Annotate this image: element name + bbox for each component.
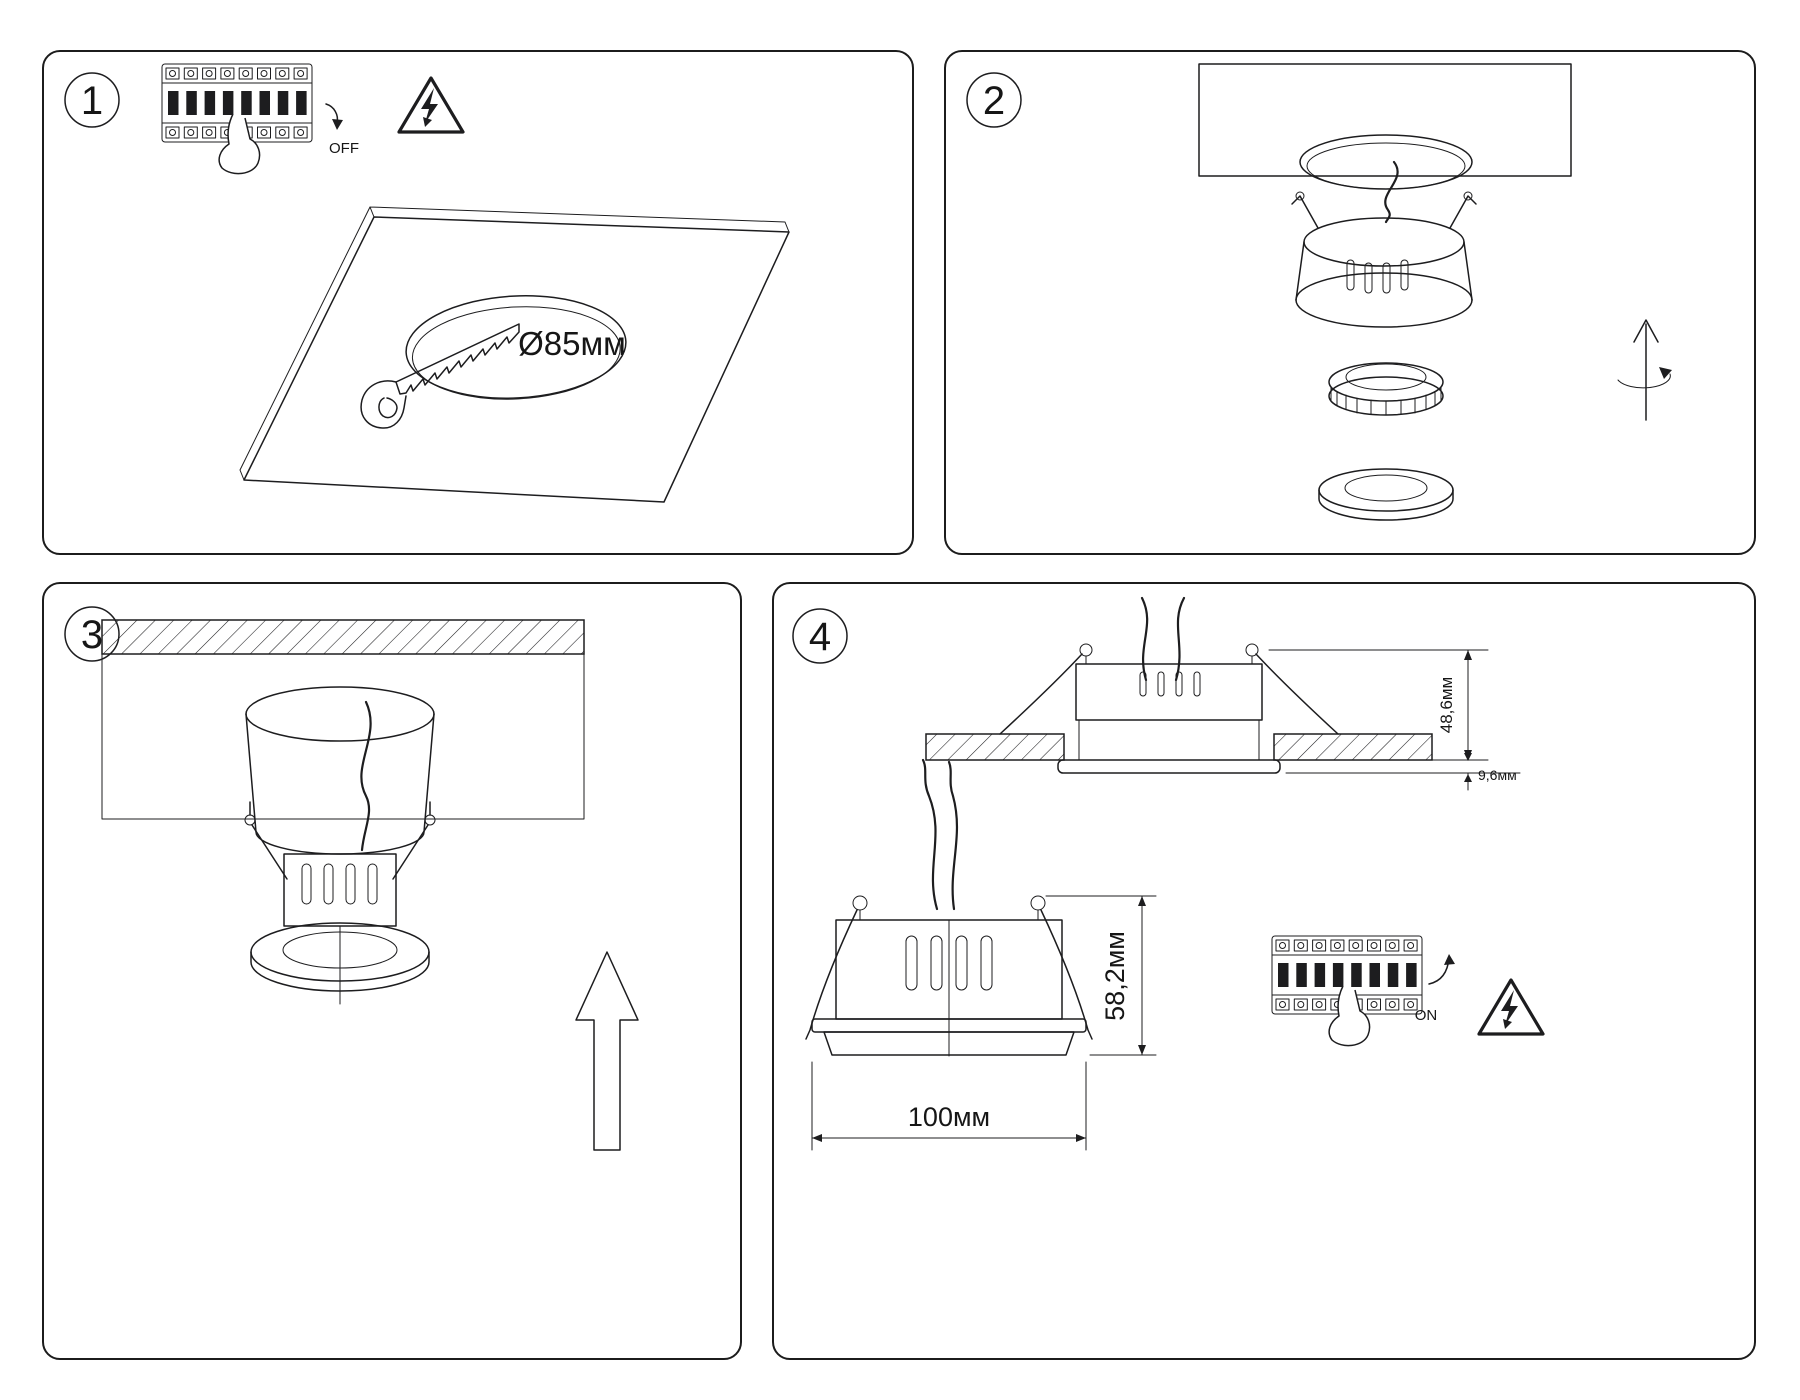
trim-lip-icon xyxy=(823,1031,1075,1056)
circuit-breaker-icon xyxy=(161,63,313,175)
spring-arm-icon xyxy=(805,909,1093,1040)
ceiling-cutout-icon xyxy=(1198,63,1572,224)
step4-drawing: 4 xyxy=(792,596,1545,1151)
electric-shock-warning-icon xyxy=(397,76,465,134)
power-off-label: OFF xyxy=(329,140,359,157)
ceiling-section-icon xyxy=(101,619,585,820)
fixture-front-view: 58,2мм 100мм xyxy=(805,758,1157,1151)
downlight-fixture-icon xyxy=(244,686,436,1005)
circuit-breaker-icon xyxy=(1271,935,1423,1047)
ceiling-right-icon xyxy=(1273,733,1433,761)
step1-drawing: 1 OFF Ø85мм xyxy=(64,63,790,503)
spring-clip-icon xyxy=(1291,191,1477,229)
power-wire-icon xyxy=(1384,160,1399,224)
power-off-arrow-icon xyxy=(325,103,343,130)
power-on-label: ON xyxy=(1415,1007,1438,1024)
step1-number: 1 xyxy=(81,79,103,123)
total-height-label: 58,2мм xyxy=(1100,931,1130,1021)
twist-arrow-icon xyxy=(1617,373,1671,389)
step2-number: 2 xyxy=(983,79,1005,123)
power-on-arrow-icon xyxy=(1428,954,1455,985)
electric-shock-warning-icon xyxy=(1477,978,1545,1036)
spring-arm-icon xyxy=(999,653,1339,735)
power-wire-icon xyxy=(921,758,959,911)
installed-cross-section: 48,6мм 9,6мм xyxy=(925,596,1521,791)
trim-profile-icon xyxy=(1057,759,1281,774)
cutout-diameter-label: Ø85мм xyxy=(518,325,626,362)
height-above-ceiling-label: 48,6мм xyxy=(1437,677,1456,733)
step1-number-badge: 1 xyxy=(64,72,120,128)
step4-number: 4 xyxy=(809,615,831,659)
handsaw-icon xyxy=(360,323,520,429)
step2-drawing: 2 xyxy=(966,63,1672,521)
insert-up-arrow-icon xyxy=(1617,319,1672,421)
step4-panel: 4 xyxy=(772,582,1756,1360)
dimension-total-height: 58,2мм xyxy=(1045,895,1157,1056)
vent-slots-icon xyxy=(1139,671,1201,697)
width-label: 100мм xyxy=(908,1102,990,1132)
ceiling-panel-drawing: Ø85мм xyxy=(239,206,790,503)
spring-clip-icon xyxy=(244,801,436,880)
cutout-hole-icon xyxy=(405,294,627,400)
trim-height-label: 9,6мм xyxy=(1478,767,1517,783)
trim-ring-icon xyxy=(1318,468,1454,521)
led-module-icon xyxy=(1328,362,1444,416)
power-wire-icon xyxy=(360,700,372,852)
dimension-height-above-ceiling: 48,6мм 9,6мм xyxy=(1268,649,1521,791)
power-wire-icon xyxy=(1140,596,1186,682)
step2-panel: 2 xyxy=(944,50,1756,555)
vent-slots-icon xyxy=(301,863,378,905)
step3-panel: 3 xyxy=(42,582,742,1360)
step3-number: 3 xyxy=(81,613,103,657)
spring-housing-icon xyxy=(1291,191,1477,328)
step2-number-badge: 2 xyxy=(966,72,1022,128)
push-up-arrow-icon xyxy=(575,951,639,1151)
vent-slots-icon xyxy=(905,935,993,991)
step1-panel: 1 OFF Ø85мм xyxy=(42,50,914,555)
ceiling-left-icon xyxy=(925,733,1065,761)
trim-ring-icon xyxy=(250,922,430,1005)
dimension-width: 100мм xyxy=(811,1061,1087,1151)
step3-drawing: 3 xyxy=(64,606,639,1151)
step4-number-badge: 4 xyxy=(792,608,848,664)
